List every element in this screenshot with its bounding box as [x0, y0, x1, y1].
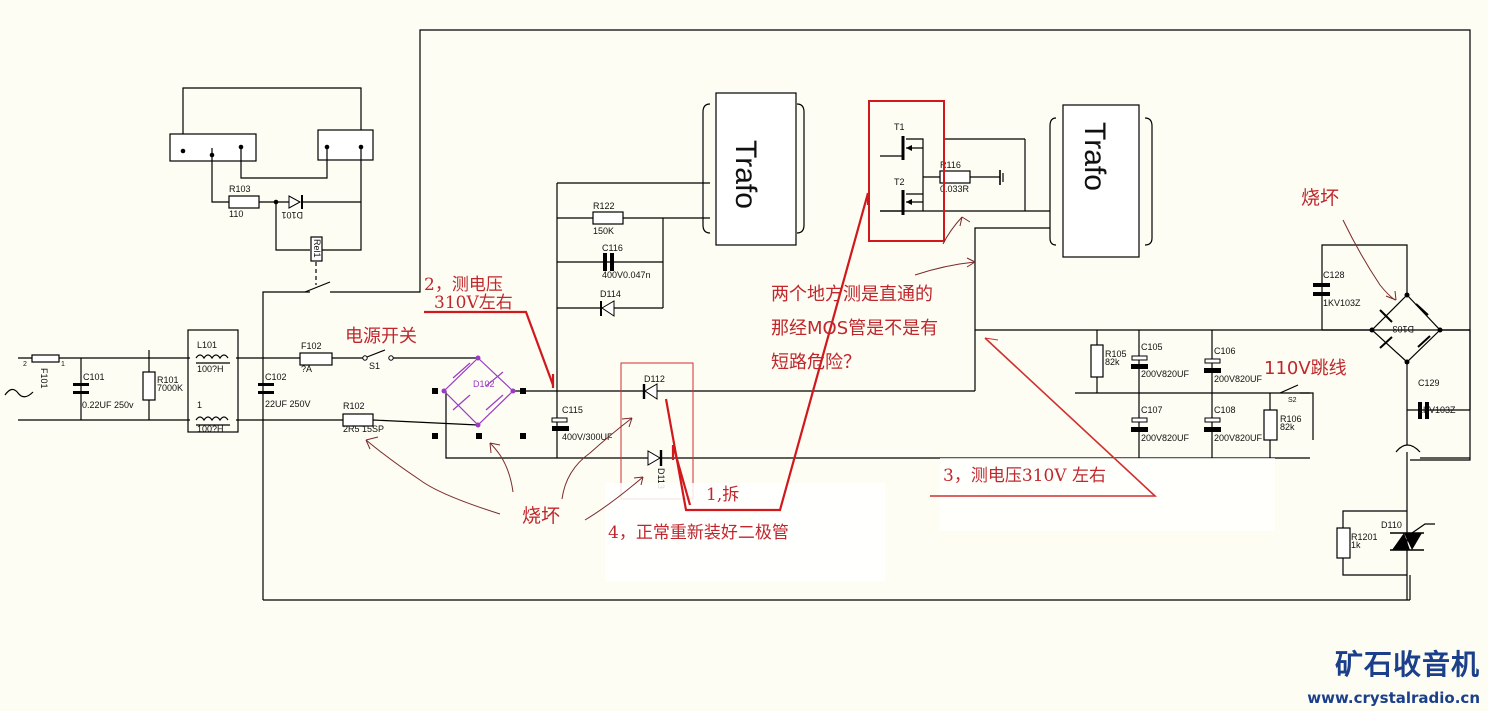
ac-source-icon: [4, 388, 34, 398]
annotation-step2-line1: 2，测电压: [424, 275, 503, 295]
f101-ref: F101: [39, 368, 49, 389]
r103-value: 110: [229, 209, 243, 219]
c107-ref: C107: [1141, 405, 1163, 415]
annotation-burnt-right: 烧坏: [1301, 187, 1339, 209]
c101-value: 0.22UF 250v: [82, 400, 134, 410]
annotation-step1: 1,拆: [706, 485, 739, 505]
annotations: 2，测电压 310V左右 电源开关 烧坏 烧坏 两个地方测是直通的 那经MOS管…: [345, 187, 1347, 543]
c107-value: 200V820UF: [1141, 433, 1190, 443]
d101-ref: D101: [281, 210, 303, 220]
annotation-power-switch: 电源开关: [345, 326, 417, 347]
c116-ref: C116: [602, 243, 623, 253]
c105-ref: C105: [1141, 342, 1163, 352]
l101-value-top: 100?H: [197, 364, 224, 374]
component-labels: 2 1 F101 C101 0.22UF 250v R101 7000K L10…: [23, 122, 1456, 550]
d112-ref: D112: [644, 374, 665, 384]
r105-value: 82k: [1105, 357, 1120, 367]
l101-value-bottom: 100?H: [197, 424, 224, 434]
t2-ref: T2: [894, 177, 905, 187]
r1201-ref: R1201: [1351, 532, 1378, 542]
trafo2-label: Trafo: [1078, 122, 1111, 191]
annotation-step3: 3，测电压310V 左右: [943, 466, 1106, 486]
r102-ref: R102: [343, 401, 365, 411]
s2-ref: S2: [1288, 397, 1297, 404]
r1201-value: 1k: [1351, 540, 1361, 550]
c128-value: 1KV103Z: [1323, 298, 1361, 308]
l101-ref: L101: [197, 340, 217, 350]
trafo1-label: Trafo: [729, 140, 762, 209]
c106-value: 200V820UF: [1214, 374, 1263, 384]
r106-value: 82k: [1280, 422, 1295, 432]
annotation-110v-jumper: 110V跳线: [1264, 358, 1347, 379]
c116-value: 400V0.047n: [602, 270, 651, 280]
r101-ref: R101: [157, 375, 179, 385]
c102-ref: C102: [265, 372, 287, 382]
annotation-marks: [365, 100, 1397, 581]
rel1-ref: Rel1: [312, 239, 322, 258]
d103-ref: D103: [1392, 324, 1414, 334]
t1-ref: T1: [894, 122, 905, 132]
c115-ref: C115: [562, 405, 583, 415]
c115-value: 400V/300UF: [562, 432, 613, 442]
r103-ref: R103: [229, 184, 251, 194]
annotation-step2-line2: 310V左右: [434, 293, 513, 313]
r122-value: 150K: [593, 226, 614, 236]
f101-pin2: 2: [23, 361, 27, 368]
r105-ref: R105: [1105, 349, 1127, 359]
mosfet-highlight-box: [868, 100, 945, 242]
f102-value: ?A: [301, 364, 312, 374]
components: [4, 92, 1443, 559]
c108-ref: C108: [1214, 405, 1236, 415]
watermark-brand: 矿石收音机: [1334, 648, 1480, 681]
c129-ref: C129: [1418, 378, 1440, 388]
r102-value: 2R5 15SP: [343, 424, 384, 434]
r116-ref: R116: [940, 160, 961, 170]
s1-ref: S1: [369, 361, 380, 371]
r122-ref: R122: [593, 201, 615, 211]
annotation-step4: 4，正常重新装好二极管: [608, 523, 789, 543]
annotation-burnt-left: 烧坏: [522, 505, 560, 527]
d110-ref: D110: [1381, 520, 1402, 530]
c128-ref: C128: [1323, 270, 1345, 280]
r116-value: 0.033R: [940, 184, 970, 194]
c106-ref: C106: [1214, 346, 1236, 356]
annotation-question-line3: 短路危险？: [771, 352, 861, 373]
d114-ref: D114: [600, 289, 621, 299]
r106-ref: R106: [1280, 414, 1302, 424]
f101-pin1: 1: [61, 361, 65, 368]
annotation-question-line1: 两个地方测是直通的: [771, 284, 933, 305]
c108-value: 200V820UF: [1214, 433, 1263, 443]
f102-ref: F102: [301, 341, 322, 351]
watermark-url: www.crystalradio.cn: [1307, 689, 1480, 707]
fuse-f101: [31, 354, 60, 363]
c105-value: 200V820UF: [1141, 369, 1190, 379]
c101-ref: C101: [83, 372, 105, 382]
d102-ref: D102: [473, 379, 495, 389]
l101-ref2: 1: [197, 400, 202, 410]
r101-value: 7000K: [157, 383, 183, 393]
relay-block: [169, 87, 374, 293]
d113-ref: D113: [656, 468, 666, 489]
c129-value: 1KV103Z: [1418, 405, 1456, 415]
annotation-question-line2: 那经MOS管是不是有: [771, 318, 938, 339]
c102-value: 22UF 250V: [265, 399, 311, 409]
